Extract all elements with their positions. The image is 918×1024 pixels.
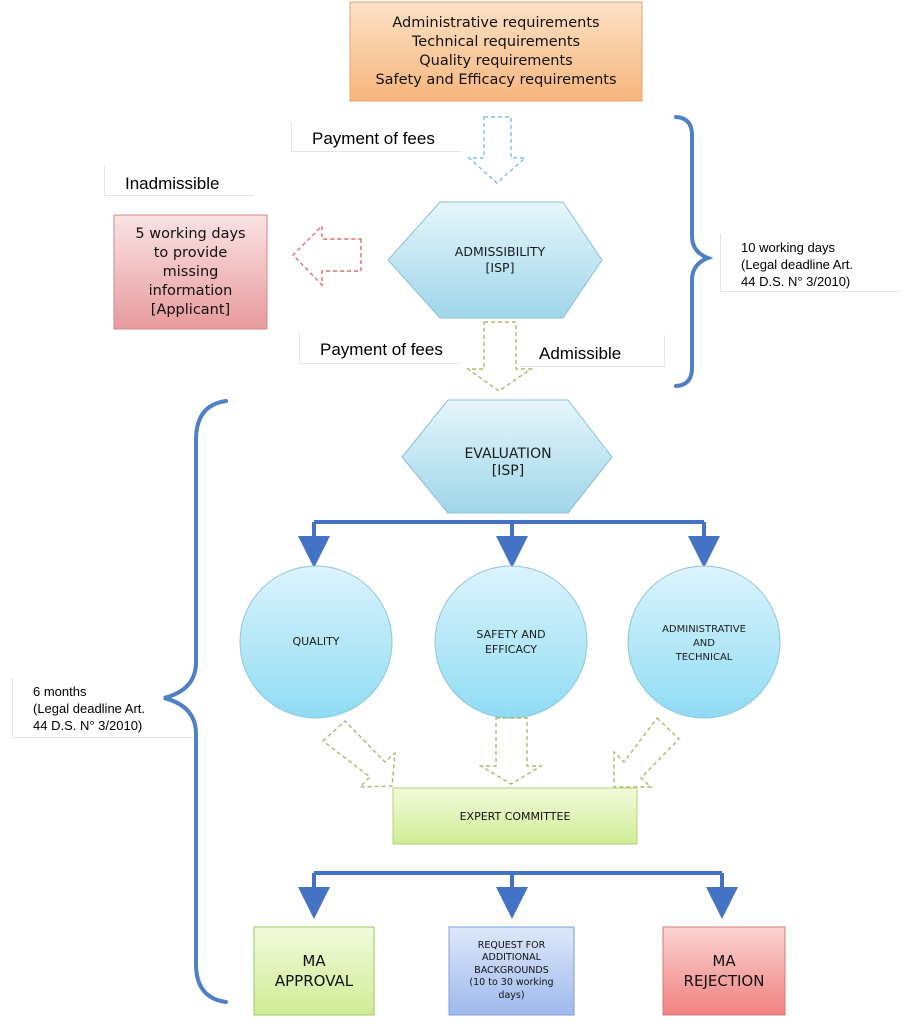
safety-efficacy-label: SAFETY AND EFFICACY [476,628,546,656]
administrative-technical-label: ADMINISTRATIVE AND TECHNICAL [662,624,746,663]
request-box-shape [448,926,575,1016]
expert-committee-text: EXPERT COMMITTEE [459,809,571,823]
payment-fees-top-label: Payment of fees [291,122,461,152]
admissibility-hexagon-shape [387,201,603,319]
dashed-arrow-payment-top [467,116,527,184]
ma-rejection-text: MA REJECTION [683,952,765,990]
quality-circle-shape [239,565,393,719]
request-backgrounds-text: REQUEST FOR ADDITIONAL BACKGROUNDS (10 t… [469,939,554,1001]
requirements-box: Administrative requirements Technical re… [350,2,642,101]
inadmissible-label: Inadmissible [104,165,254,196]
dashed-arrow-admissible [465,321,534,392]
brace-six-months [163,399,228,1004]
dashed-arrow-inadmissible [292,224,362,287]
admin-circle-shape [627,565,781,719]
missing-info-box-shape [113,214,268,330]
evaluation-label: EVALUATION [ISP] [464,446,552,479]
admissibility-label: ADMISSIBILITY [ISP] [454,244,546,275]
approval-box-shape [253,926,375,1016]
rejection-box-shape [662,926,786,1016]
brace-ten-days [674,115,714,388]
missing-info-box: 5 working days to provide missing inform… [114,215,267,329]
requirements-text: Administrative requirements Technical re… [375,14,617,88]
ten-working-days-label: 10 working days (Legal deadline Art. 44 … [720,234,900,292]
requirements-box-shape [349,1,643,102]
ma-rejection-box: MA REJECTION [663,927,785,1015]
admissible-label: Admissible [520,335,665,367]
expert-committee-box: EXPERT COMMITTEE [393,788,637,844]
payment-fees-bottom-label: Payment of fees [299,332,459,364]
dashed-arrow-admin-to-committee [613,716,680,788]
six-months-label: 6 months (Legal deadline Art. 44 D.S. N°… [12,678,194,738]
request-backgrounds-box: REQUEST FOR ADDITIONAL BACKGROUNDS (10 t… [449,927,574,1015]
dashed-arrow-quality-to-committee [321,720,396,788]
quality-label: QUALITY [292,635,340,648]
missing-info-text: 5 working days to provide missing inform… [135,225,246,318]
dashed-arrow-safety-to-committee [478,717,544,785]
evaluation-hexagon-shape [401,399,613,514]
expert-committee-shape [392,787,638,845]
ma-approval-box: MA APPROVAL [254,927,374,1015]
ma-approval-text: MA APPROVAL [274,952,354,990]
